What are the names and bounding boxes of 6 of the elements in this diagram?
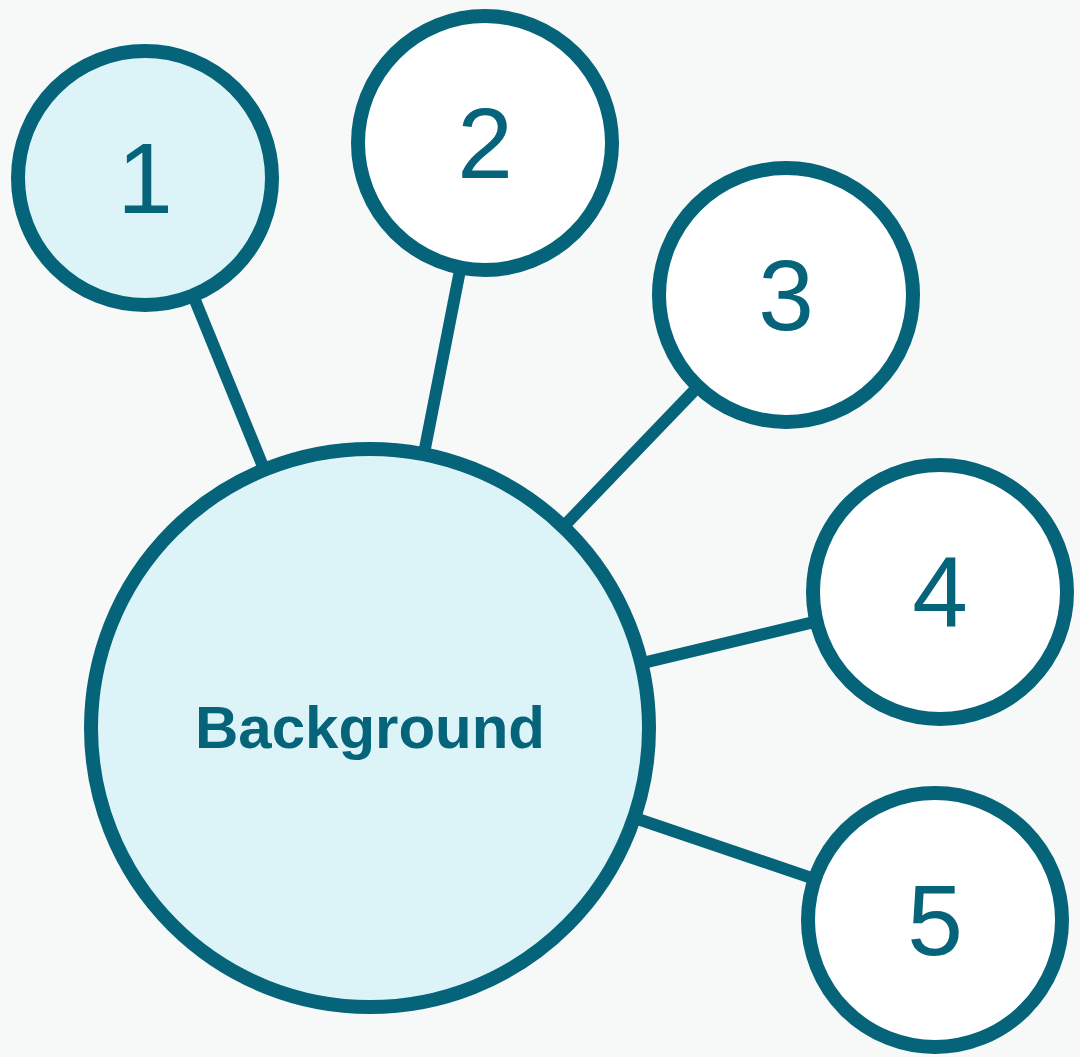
node-label: 5 (907, 870, 963, 970)
node-label: Background (194, 698, 545, 758)
node-label: 4 (912, 542, 968, 642)
node-label: 3 (758, 245, 814, 345)
node-label: 1 (117, 128, 173, 228)
node-label: 2 (457, 93, 513, 193)
